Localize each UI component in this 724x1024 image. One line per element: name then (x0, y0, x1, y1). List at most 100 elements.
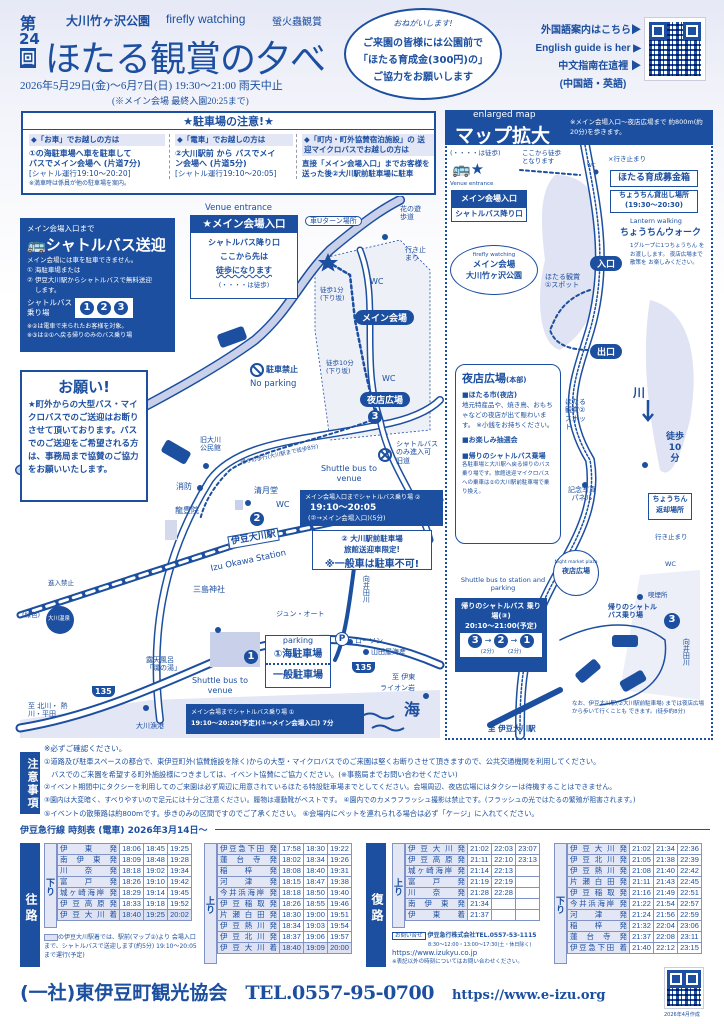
legend-text: の伊豆大川駅着では、駅前(マップ②)より 会場入口まで、シャトルバスで送迎します… (44, 934, 197, 959)
bubble-en: firefly watching (472, 252, 516, 258)
return-walk (199, 419, 373, 521)
time-cell: 18:48 (143, 854, 168, 866)
time-cell (515, 865, 540, 877)
wc-label-2: WC (665, 560, 676, 568)
station-cell: 川 奈 発 (405, 887, 468, 899)
plaza-section-heading: ■ほたる市(夜店) (462, 391, 518, 399)
notes-list: ※必ずご確認ください。 ①道路及び駐車スペースの都合で、東伊豆町外(協賛施設を除… (44, 742, 724, 820)
time-cell: 21:24 (629, 909, 654, 921)
venue-line: シャトルバス降り口 (208, 238, 280, 247)
station-parking-line: ② 大川駅前駐車場 (341, 534, 403, 543)
time-cell: 18:40 (279, 942, 304, 954)
time-cell: 21:11 (629, 876, 654, 888)
return-box-title: 帰りのシャトルバス 乗り場(③) (461, 602, 541, 620)
time-cell: 21:54 (653, 898, 678, 910)
time-cell: 22:28 (491, 887, 516, 899)
return-min: (2分) (480, 649, 494, 655)
guide-qr-code[interactable] (644, 17, 706, 81)
venue-line: (・・・・は徒歩) (218, 281, 270, 289)
inquiry-url[interactable]: https://www.izukyu.co.jp (392, 949, 478, 957)
time-cell: 18:34 (279, 920, 304, 932)
station-cell: 伊 東 着 (405, 909, 468, 921)
station-cell: 伊 東 発 (57, 843, 120, 855)
time-cell: 21:14 (467, 865, 492, 877)
time-cell: 18:50 (303, 887, 328, 899)
walk-loop (519, 169, 591, 351)
station-cell: 稲 梓 発 (217, 865, 280, 877)
time-cell (515, 898, 540, 910)
time-cell: 19:22 (327, 843, 352, 855)
title-rule (215, 829, 710, 830)
time-cell: 21:40 (629, 942, 654, 954)
plaza-section-heading: ■お楽しみ抽選会 (462, 436, 518, 444)
edition-number: 24 (19, 30, 40, 48)
footer-qr-code[interactable] (664, 967, 704, 1009)
station-cell: 稲 梓 発 (567, 920, 630, 932)
time-cell: 21:56 (653, 909, 678, 921)
guide-zh[interactable]: 中文指南在這裡 ▶ (558, 61, 641, 72)
station-parking-line: 旅館送迎車限定! (344, 545, 400, 554)
last-entry: (※メイン会場 最終入園20:25まで) (112, 96, 249, 106)
time-cell: 21:43 (653, 876, 678, 888)
stop-3-marker: 3 (368, 410, 382, 424)
time-cell: 18:02 (279, 854, 304, 866)
time-cell: 19:02 (143, 865, 168, 877)
seq-stop: 3 (468, 634, 483, 648)
down-arrow-icon (642, 400, 654, 422)
timetable-title: 伊豆急行線 時刻表 (電車) 2026年3月14日〜 (20, 823, 710, 836)
shuttle-info-box: メイン会場入口まで 🚌シャトルバス送迎 メイン会場には車を駐車できません。 ① … (20, 218, 175, 352)
bus-loop (559, 624, 667, 706)
jun-auto-label: ジュン・オート (276, 610, 325, 618)
fishing-port-label: 大川漁港 (136, 722, 164, 730)
note-line: ②イベント期間中にタクシーを利用してのご来園は必ず周辺に用意されているほたる特設… (44, 783, 617, 791)
green-label: (緑色) (22, 611, 41, 619)
venue-name: 大川竹ヶ沢公園 (66, 14, 151, 28)
time-cell: 19:14 (143, 887, 168, 899)
time-cell: 21:02 (467, 843, 492, 855)
stop-2-marker: 2 (250, 512, 264, 526)
time-cell: 18:40 (303, 865, 328, 877)
station-cell: 片 瀬 白 田 発 (567, 876, 630, 888)
station-shuttle-route: (②→メイン会場入口)(5分) (308, 514, 386, 522)
mishima-shrine-label: 三島神社 (193, 585, 225, 594)
col-line: ン会場へ (片道5分) (175, 159, 247, 168)
sea-label: 海 (404, 700, 421, 719)
u-turn-label: 車Uターン場所 (305, 216, 362, 227)
time-cell: 18:45 (143, 843, 168, 855)
guide-jp[interactable]: 外国語案内はこちら▶ (541, 25, 641, 36)
request-body: ★町外からの大型バス・マイクロバスでのご送迎はお断りさせて頂いております。バスで… (28, 400, 139, 475)
venue-line: 徒歩になります (216, 266, 272, 275)
time-cell: 21:16 (629, 887, 654, 899)
time-cell (515, 887, 540, 899)
time-cell: 19:18 (143, 898, 168, 910)
onsen-sign-label: 大川温泉 (48, 616, 71, 622)
time-cell: 21:22 (629, 898, 654, 910)
guide-en[interactable]: English guide is her ▶ (535, 43, 641, 54)
outbound-label: 往路 (20, 843, 40, 967)
parking-general: 一般駐車場 (266, 663, 330, 681)
time-cell: 19:34 (167, 865, 192, 877)
station-cell: 南 伊 東 発 (57, 854, 120, 866)
wc-label: WC (370, 277, 384, 286)
time-cell: 19:10 (143, 876, 168, 888)
time-cell: 19:51 (327, 909, 352, 921)
footer-url[interactable]: https://www.e-izu.org (451, 988, 606, 1003)
entrance-pill: 入口 (590, 256, 623, 271)
to-ito-label: 至 伊東 (392, 673, 416, 681)
shuttle-line: ② 伊豆大川駅からシャトルバスで無料送迎 (27, 276, 152, 284)
footer-tel[interactable]: TEL.0557-95-0700 (245, 982, 434, 1004)
plaza-en: Night market plaza (554, 560, 598, 565)
time-cell: 19:42 (167, 876, 192, 888)
time-cell: 21:05 (629, 854, 654, 866)
note-line: ①道路及び駐車スペースの都合で、東伊豆町外(協賛施設を除く)からの大型・マイクロ… (44, 757, 601, 766)
